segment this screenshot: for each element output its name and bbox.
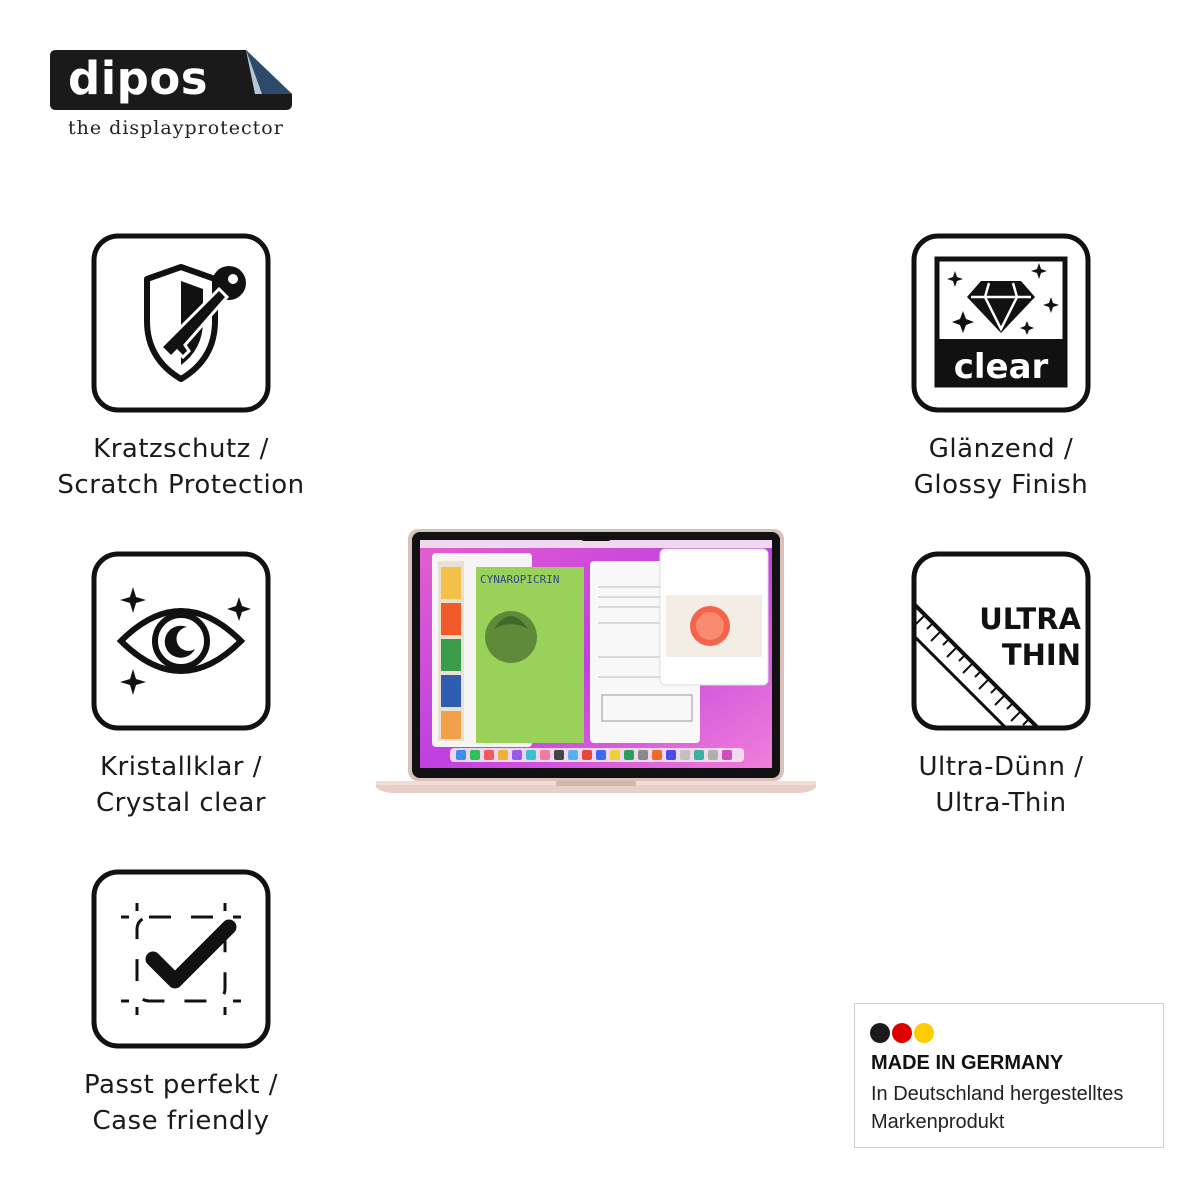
german-flag-dots-icon bbox=[870, 1023, 936, 1048]
flag-dot-gold bbox=[914, 1023, 934, 1043]
feature-ultra-thin: ULTRA THIN Ultra-Dünn / Ultra-Thin bbox=[851, 551, 1151, 821]
feature-label-de: Kratzschutz / bbox=[93, 434, 269, 464]
flag-dot-black bbox=[870, 1023, 890, 1043]
feature-glossy-finish: clear Glänzend / Glossy Finish bbox=[851, 233, 1151, 503]
brand-logo: dipos the displayprotector bbox=[50, 50, 295, 139]
feature-crystal-clear: Kristallklar / Crystal clear bbox=[31, 551, 331, 821]
feature-label-de: Glänzend / bbox=[928, 434, 1074, 464]
made-in-germany-badge: MADE IN GERMANY In Deutschland hergestel… bbox=[854, 1003, 1164, 1148]
feature-label-de: Kristallklar / bbox=[99, 752, 262, 782]
laptop-image: CYNAROPICRIN bbox=[376, 527, 816, 797]
flag-dot-red bbox=[892, 1023, 912, 1043]
feature-label: Kratzschutz / Scratch Protection bbox=[31, 431, 331, 503]
screen-heading: CYNAROPICRIN bbox=[480, 573, 559, 586]
made-in-germany-line2: Markenprodukt bbox=[871, 1111, 1005, 1133]
made-in-germany-line1: In Deutschland hergestelltes bbox=[871, 1083, 1124, 1105]
brand-tagline: the displayprotector bbox=[68, 117, 284, 139]
ruler-ultra-thin-icon: ULTRA THIN bbox=[911, 551, 1091, 731]
feature-label-en: Scratch Protection bbox=[57, 470, 305, 500]
feature-label-en: Glossy Finish bbox=[913, 470, 1089, 500]
made-in-germany-subtitle: In Deutschland hergestelltes Markenprodu… bbox=[871, 1080, 1123, 1136]
feature-label: Glänzend / Glossy Finish bbox=[851, 431, 1151, 503]
feature-label: Ultra-Dünn / Ultra-Thin bbox=[851, 749, 1151, 821]
logo-peel-icon bbox=[50, 50, 292, 110]
brand-name: dipos bbox=[68, 52, 209, 105]
feature-label: Kristallklar / Crystal clear bbox=[31, 749, 331, 821]
feature-case-friendly: Passt perfekt / Case friendly bbox=[31, 869, 331, 1139]
ultra-badge-line1: ULTRA bbox=[979, 602, 1081, 636]
ultra-badge-line2: THIN bbox=[1001, 638, 1081, 672]
checkmark-frame-icon bbox=[91, 869, 271, 1049]
logo-badge: dipos bbox=[50, 50, 292, 110]
shield-key-icon bbox=[91, 233, 271, 413]
diamond-clear-icon: clear bbox=[911, 233, 1091, 413]
feature-label-en: Ultra-Thin bbox=[935, 788, 1067, 818]
feature-label-en: Case friendly bbox=[92, 1106, 270, 1136]
feature-label: Passt perfekt / Case friendly bbox=[31, 1067, 331, 1139]
feature-label-de: Ultra-Dünn / bbox=[918, 752, 1084, 782]
feature-label-en: Crystal clear bbox=[95, 788, 267, 818]
feature-scratch-protection: Kratzschutz / Scratch Protection bbox=[31, 233, 331, 503]
made-in-germany-title: MADE IN GERMANY bbox=[871, 1052, 1064, 1074]
feature-label-de: Passt perfekt / bbox=[83, 1070, 279, 1100]
eye-sparkle-icon bbox=[91, 551, 271, 731]
